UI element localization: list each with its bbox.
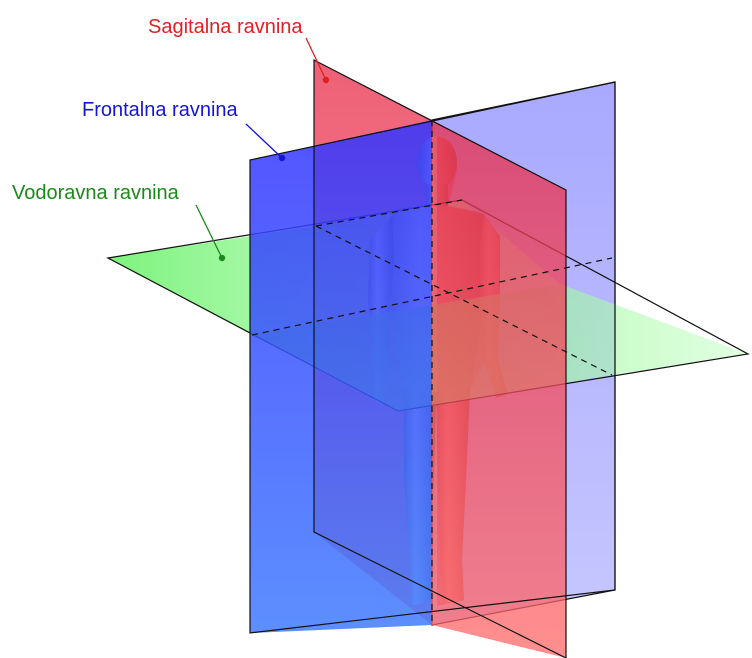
frontal-plane-front	[250, 120, 432, 633]
frontal-leader-line	[245, 123, 283, 159]
sagittal-plane-front	[432, 120, 566, 658]
frontal-plane-outline	[249, 81, 616, 634]
sagittal-plane-outline	[313, 59, 567, 658]
intersection-horizontal-sagittal	[315, 225, 613, 376]
horizontal-leader-line	[195, 204, 223, 259]
horizontal-plane-label: Vodoravna ravnina	[12, 182, 180, 204]
horizontal-back-edge-hidden	[315, 199, 463, 227]
frontal-leader-dot	[278, 154, 286, 162]
sagittal-plane-label: Sagitalna ravnina	[148, 16, 303, 38]
sagittal-leader-line	[305, 37, 327, 81]
frontal-plane-label: Frontalna ravnina	[82, 99, 239, 121]
sagittal-leader-dot	[322, 76, 330, 84]
horizontal-leader-dot	[218, 254, 226, 262]
